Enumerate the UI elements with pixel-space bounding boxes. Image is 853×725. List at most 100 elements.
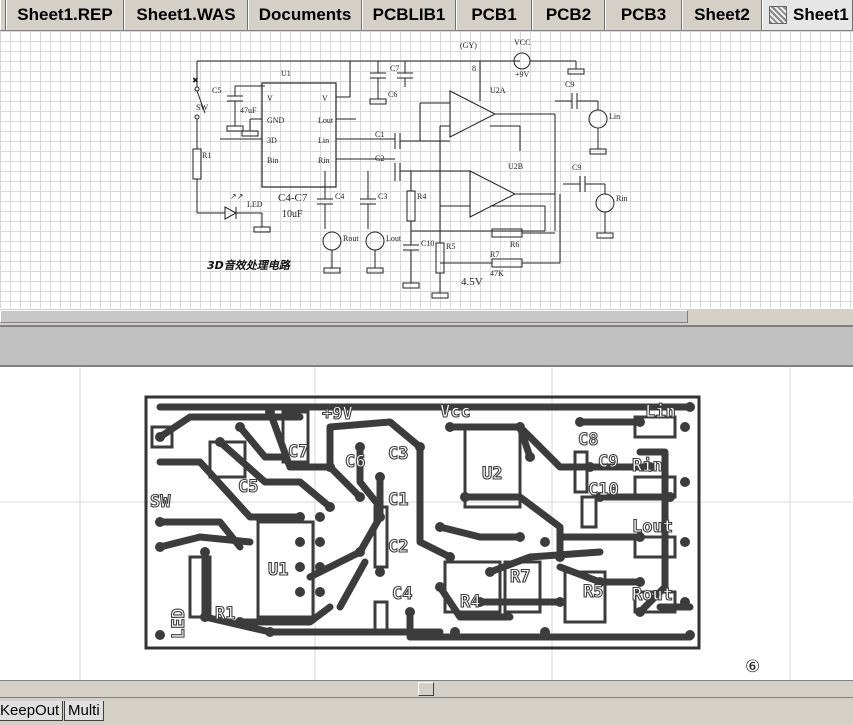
tab-overflow-left[interactable] <box>0 0 6 30</box>
sch-u1-label: U1 <box>281 69 291 78</box>
svg-text:Lout: Lout <box>318 116 334 125</box>
pcb-r5-label: R5 <box>583 582 603 602</box>
pcb-9v-label: +9V <box>322 404 353 424</box>
led-diode <box>224 206 238 220</box>
sch-lin-label: Lin <box>609 112 620 121</box>
sch-led-label: LED <box>247 200 263 209</box>
schematic-scrollbar[interactable] <box>0 308 853 325</box>
lin-source <box>588 109 608 129</box>
sch-c4-label: C4 <box>335 192 344 201</box>
sch-sw-label: SW <box>196 103 208 112</box>
sch-title: 3D音效处理电路 <box>207 259 292 272</box>
pcb-vcc-label: Vcc <box>440 402 471 422</box>
svg-text:Rin: Rin <box>318 156 330 165</box>
opamp-u2a <box>449 90 497 138</box>
pcb-c1-label: C1 <box>388 490 408 510</box>
sch-voltage-label: 4.5V <box>461 276 483 288</box>
pcb-pads <box>155 402 695 640</box>
tab-pcblib1[interactable]: PCBLIB1 <box>362 0 456 30</box>
tab-pcb2[interactable]: PCB2 <box>532 0 605 30</box>
layer-tab-multi[interactable]: Multi <box>64 701 104 721</box>
layer-tab-keepout[interactable]: KeepOut <box>0 701 64 721</box>
sch-c5-value: 47uF <box>240 106 257 115</box>
sch-c3-label: C3 <box>378 192 387 201</box>
tab-pcb1[interactable]: PCB1 <box>456 0 532 30</box>
pcb-lin-label: Lin <box>645 402 676 422</box>
tab-sheet1-was[interactable]: Sheet1.WAS <box>124 0 248 30</box>
opamp-u2b <box>469 170 517 218</box>
svg-text:Bin: Bin <box>267 156 279 165</box>
resistor-r4 <box>406 190 416 222</box>
figure-marker: ⑥ <box>745 657 760 677</box>
sch-c2-label: C2 <box>375 154 384 163</box>
svg-text:3D: 3D <box>267 136 277 145</box>
tab-pcb3[interactable]: PCB3 <box>605 0 682 30</box>
sch-r1-label: R1 <box>202 151 211 160</box>
board-outline <box>144 395 701 650</box>
sch-rin-label: Rin <box>616 194 628 203</box>
sch-rout-label: Rout <box>343 234 359 243</box>
pcb-led-label: LED <box>169 608 189 639</box>
pcb-components <box>150 410 677 634</box>
sch-vcc-label: VCC <box>514 38 530 47</box>
sch-c1-label: C1 <box>375 130 384 139</box>
pcb-c5-label: C5 <box>238 477 258 497</box>
pcb-c8-label: C8 <box>578 430 598 450</box>
rout-source <box>322 231 342 251</box>
document-tab-bar: Sheet1.REP Sheet1.WAS Documents PCBLIB1 … <box>0 0 853 31</box>
svg-text:Lin: Lin <box>318 136 329 145</box>
sch-r7-value: 47K <box>490 269 504 278</box>
tab-documents[interactable]: Documents <box>248 0 362 30</box>
label-x: ✖ <box>192 76 199 85</box>
pcb-c6-label: C6 <box>345 452 365 472</box>
pcb-c3-label: C3 <box>388 444 408 464</box>
resistor-r6 <box>491 228 523 238</box>
switch-sw <box>194 61 206 143</box>
tab-sheet1-rep[interactable]: Sheet1.REP <box>6 0 124 30</box>
sch-u2b-label: U2B <box>508 162 523 171</box>
sch-c5-label: C5 <box>212 86 221 95</box>
resistor-r1 <box>192 148 202 180</box>
sch-r4-label: R4 <box>417 192 426 201</box>
chip-u1 <box>261 82 337 188</box>
sch-c8-label: C9 <box>565 80 574 89</box>
svg-text:V: V <box>322 94 328 103</box>
pcb-c10-label: C10 <box>588 480 619 500</box>
svg-text:↗↗: ↗↗ <box>230 192 243 201</box>
pcb-rin-label: Rin <box>632 456 663 476</box>
pcb-sw-label: SW <box>150 492 171 512</box>
pcb-r1-label: R1 <box>215 604 235 624</box>
sch-c7-label: C7 <box>390 64 399 73</box>
sch-r6-label: R6 <box>510 240 519 249</box>
sch-r5-label: R5 <box>446 242 455 251</box>
pcb-scroll-thumb[interactable] <box>418 682 434 696</box>
sch-lout-label: Lout <box>386 234 402 243</box>
tab-sheet1[interactable]: Sheet1 <box>762 0 853 30</box>
rin-source <box>595 193 615 213</box>
svg-text:GND: GND <box>267 116 285 125</box>
pcb-c2-label: C2 <box>388 537 408 557</box>
schematic-canvas[interactable]: ✖ SW R1 LED ↗↗ VCC +9V (GY) 8 C5 47uF U1… <box>0 31 853 308</box>
pcb-scrollbar[interactable] <box>0 680 853 698</box>
pcb-rout-label: Rout <box>632 585 673 605</box>
sch-gy-label: (GY) <box>460 41 477 50</box>
layer-tab-bar: KeepOut Multi <box>0 697 853 725</box>
sch-r7-label: R7 <box>490 250 499 259</box>
sch-pin8: 8 <box>472 64 476 73</box>
schematic-document-icon <box>769 6 787 24</box>
pcb-c7-label: C7 <box>288 442 308 462</box>
pcb-c4-label: C4 <box>392 584 412 604</box>
sch-c4c7-label: C4-C7 <box>278 192 308 204</box>
pcb-c9-label: C9 <box>598 452 618 472</box>
pcb-u1-label: U1 <box>268 560 288 580</box>
schematic-scroll-thumb[interactable] <box>0 310 688 323</box>
tab-sheet2[interactable]: Sheet2 <box>682 0 762 30</box>
tab-sheet1-label: Sheet1 <box>793 5 849 24</box>
pcb-canvas[interactable]: +9V Vcc C7 C6 C8 C5 C3 C1 C2 C4 C9 C10 R… <box>0 367 853 680</box>
pcb-u2-label: U2 <box>482 464 502 484</box>
sch-c6-label: C6 <box>388 90 397 99</box>
pcb-r7-label: R7 <box>510 567 530 587</box>
pcb-lout-label: Lout <box>632 517 673 537</box>
resistor-r7 <box>491 258 523 268</box>
pcb-r4-label: R4 <box>460 592 480 612</box>
